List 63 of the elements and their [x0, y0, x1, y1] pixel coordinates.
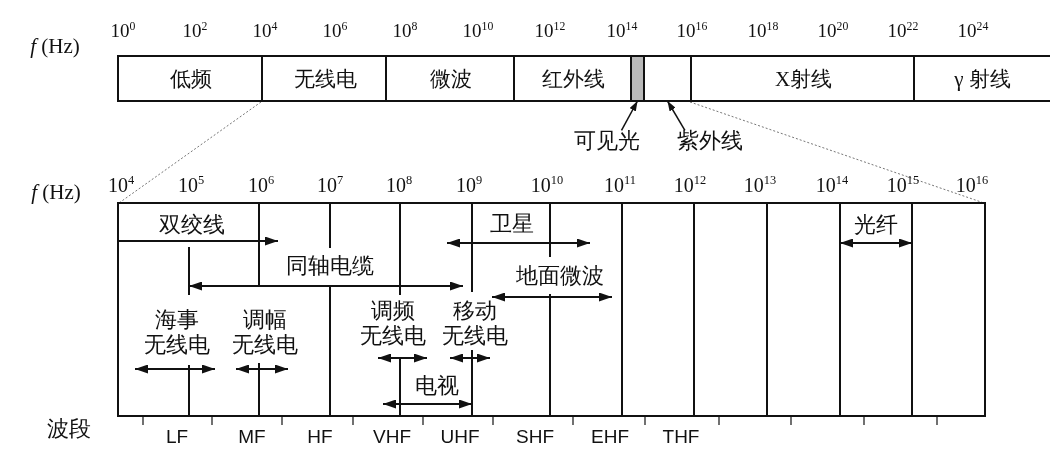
- segment-label: 低频: [170, 65, 212, 93]
- range-label: 电视: [415, 373, 459, 399]
- range-label: 调幅无线电: [232, 306, 298, 358]
- band-code-label: SHF: [516, 426, 554, 448]
- band-segment: [117, 55, 263, 102]
- range-label: 调频无线电: [360, 297, 426, 349]
- tick-label: 10$^{14}$: [606, 20, 638, 42]
- range-label: 卫星: [490, 211, 534, 237]
- range-label: 双绞线: [159, 212, 225, 238]
- tick-label: 10$^{22}$: [887, 20, 919, 42]
- band-segment: [913, 55, 1050, 102]
- band-code-label: VHF: [373, 426, 411, 448]
- tick-label: 10$^{16}$: [955, 173, 989, 197]
- segment-label: 红外线: [542, 65, 605, 93]
- tick-label: 10$^{7}$: [316, 173, 344, 197]
- band-code-label: MF: [238, 426, 266, 448]
- tick-label: 10$^{24}$: [957, 20, 989, 42]
- tick-label: 10$^{18}$: [747, 20, 779, 42]
- band-segment: [385, 55, 515, 102]
- range-label: 同轴电缆: [286, 253, 374, 279]
- tick-label: 10$^{10}$: [530, 173, 564, 197]
- band-code-label: EHF: [591, 426, 629, 448]
- tick-label: 10$^{8}$: [385, 173, 413, 197]
- tick-label: 10$^{10}$: [462, 20, 494, 42]
- range-label: 海事无线电: [144, 306, 210, 358]
- tick-label: 10$^{6}$: [322, 20, 348, 42]
- segment-label: 无线电: [293, 65, 357, 93]
- range-label: 移动无线电: [442, 297, 508, 349]
- tick-label: 10$^{15}$: [886, 173, 920, 197]
- leader-arrow: [620, 100, 639, 132]
- band-segment: [643, 55, 692, 102]
- tick-label: 10$^{20}$: [817, 20, 849, 42]
- segment-label: 微波: [430, 65, 472, 93]
- range-label: 地面微波: [516, 263, 604, 289]
- segment-label: X射线: [774, 65, 833, 93]
- band-code-label: UHF: [440, 426, 480, 448]
- leader-arrow: [666, 100, 686, 132]
- tick-label: 10$^{14}$: [815, 173, 849, 197]
- tick-label: 10$^{13}$: [743, 173, 777, 197]
- axis-label: 波段: [47, 416, 91, 442]
- tick-label: 10$^{4}$: [107, 173, 135, 197]
- band-code-label: LF: [165, 426, 189, 448]
- band-segment: [690, 55, 915, 102]
- tick-label: 10$^{6}$: [247, 173, 275, 197]
- band-code-label: HF: [307, 426, 333, 448]
- band-code-label: THF: [662, 426, 700, 448]
- tick-label: 10$^{12}$: [673, 173, 707, 197]
- tick-label: 10$^{12}$: [534, 20, 566, 42]
- callout-label: 紫外线: [677, 128, 743, 154]
- callout-label: 可见光: [574, 128, 640, 154]
- tick-label: 10$^{2}$: [182, 20, 208, 42]
- axis-label: f (Hz): [30, 33, 80, 59]
- axis-label: f (Hz): [31, 179, 81, 205]
- tick-label: 10$^{5}$: [177, 173, 205, 197]
- band-segment: [261, 55, 387, 102]
- tick-label: 10$^{4}$: [252, 20, 278, 42]
- tick-label: 10$^{9}$: [455, 173, 483, 197]
- segment-label: γ 射线: [954, 65, 1011, 93]
- tick-label: 10$^{0}$: [110, 20, 136, 42]
- tick-label: 10$^{11}$: [604, 173, 636, 197]
- range-label: 光纤: [854, 212, 898, 238]
- tick-label: 10$^{8}$: [392, 20, 418, 42]
- tick-label: 10$^{16}$: [676, 20, 708, 42]
